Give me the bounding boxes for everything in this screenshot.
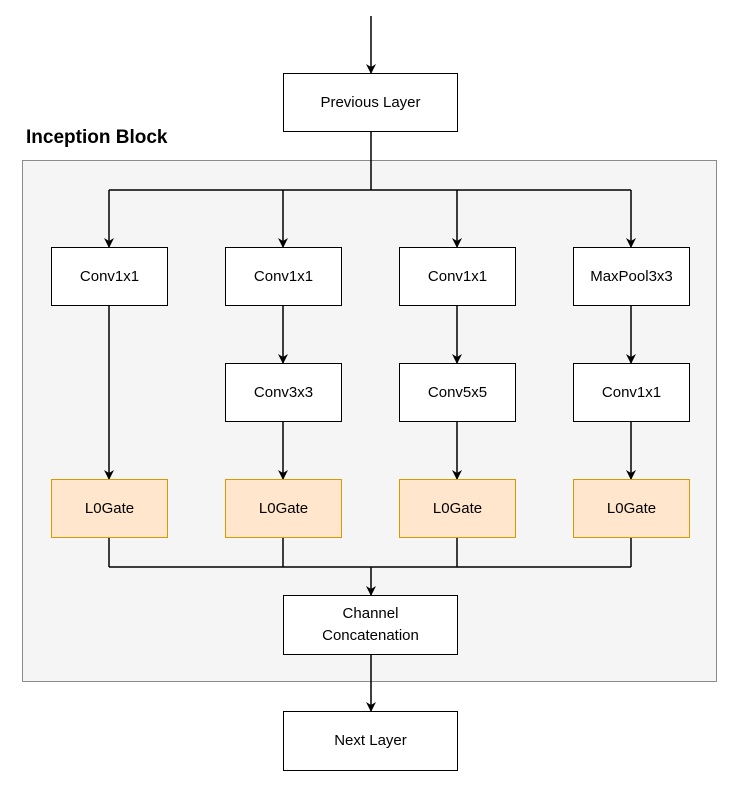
branch3-conv5x5-node: Conv5x5: [399, 363, 516, 422]
branch4-maxpool-node: MaxPool3x3: [573, 247, 690, 306]
channel-concatenation-node: Channel Concatenation: [283, 595, 458, 655]
branch4-conv1x1-node: Conv1x1: [573, 363, 690, 422]
branch4-l0gate-node: L0Gate: [573, 479, 690, 538]
branch2-conv1x1-node: Conv1x1: [225, 247, 342, 306]
inception-block-label: Inception Block: [26, 127, 168, 148]
branch2-conv3x3-node: Conv3x3: [225, 363, 342, 422]
branch3-l0gate-node: L0Gate: [399, 479, 516, 538]
branch3-conv1x1-node: Conv1x1: [399, 247, 516, 306]
branch1-conv1x1-node: Conv1x1: [51, 247, 168, 306]
branch2-l0gate-node: L0Gate: [225, 479, 342, 538]
previous-layer-node: Previous Layer: [283, 73, 458, 132]
next-layer-node: Next Layer: [283, 711, 458, 771]
branch1-l0gate-node: L0Gate: [51, 479, 168, 538]
